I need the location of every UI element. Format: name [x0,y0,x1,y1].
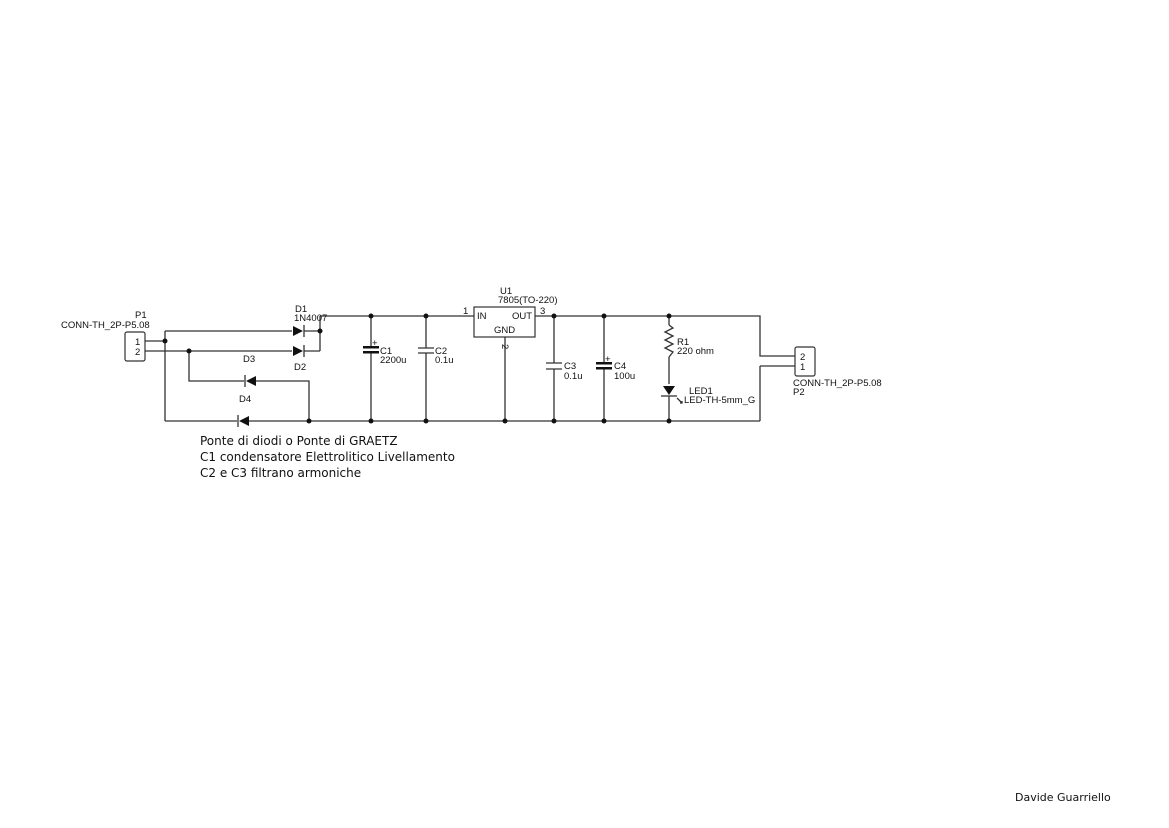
c1-value: 2200u [380,355,406,366]
u1-value: 7805(TO-220) [498,295,558,306]
capacitor-c3: C3 0.1u [546,361,583,382]
u1-pin2: 2 [499,344,510,349]
p2-pin1: 1 [800,362,805,373]
p2-value: CONN-TH_2P-P5.08 [793,378,882,389]
c2-ref: C2 [435,346,447,357]
u1-pin-in: IN [477,311,487,322]
p2-pin2: 2 [800,352,805,363]
u1-pin3: 3 [540,306,545,317]
c4-ref: C4 [614,361,626,372]
p1-ref: P1 [135,310,147,321]
connector-p2: 2 1 CONN-TH_2P-P5.08 P2 [793,346,882,398]
c4-value: 100u [614,371,635,382]
note-line: C1 condensatore Elettrolitico Livellamen… [200,450,455,464]
diode-d3: D3 [243,354,256,387]
junctions [162,313,672,424]
p2-ref: P2 [793,387,805,398]
resistor-r1: R1 220 ohm [663,324,714,358]
led1-value: LED-TH-5mm_G [684,395,755,406]
capacitor-c1: + C1 2200u [363,338,406,366]
capacitor-c2: C2 0.1u [418,346,454,366]
led-led1: LED1 LED-TH-5mm_G [661,386,755,406]
d2-ref: D2 [294,362,306,373]
connector-p1: P1 CONN-TH_2P-P5.08 1 2 [61,310,150,362]
diode-d4: D4 [237,394,251,427]
u1-pin-out: OUT [512,311,532,322]
d3-ref: D3 [243,354,255,365]
diode-d2: D2 [293,345,306,373]
wires [145,315,795,422]
diode-d1: D1 1N4007 [293,304,327,337]
d1-value: 1N4007 [294,313,327,324]
c3-value: 0.1u [564,371,583,382]
p1-pin2: 2 [135,347,140,358]
r1-value: 220 ohm [677,346,714,357]
d1-ref: D1 [295,304,307,315]
capacitor-c4: + C4 100u [596,354,635,382]
u1-ref: U1 [500,286,512,297]
r1-ref: R1 [677,337,689,348]
led1-ref: LED1 [689,386,713,397]
c4-polarity: + [605,354,611,365]
c1-ref: C1 [380,346,392,357]
note-line: Ponte di diodi o Ponte di GRAETZ [200,434,398,448]
note-line: C2 e C3 filtrano armoniche [200,466,361,480]
notes: Ponte di diodi o Ponte di GRAETZ C1 cond… [200,434,455,480]
author-label: Davide Guarriello [1015,791,1111,804]
c2-value: 0.1u [435,355,454,366]
d4-ref: D4 [239,394,251,405]
u1-pin1: 1 [463,306,468,317]
p1-value: CONN-TH_2P-P5.08 [61,320,150,331]
p1-pin1: 1 [135,337,140,348]
c3-ref: C3 [564,361,576,372]
u1-pin-gnd: GND [494,325,515,336]
regulator-u1: U1 7805(TO-220) IN OUT GND 1 3 2 [463,286,558,349]
c1-polarity: + [372,338,378,349]
